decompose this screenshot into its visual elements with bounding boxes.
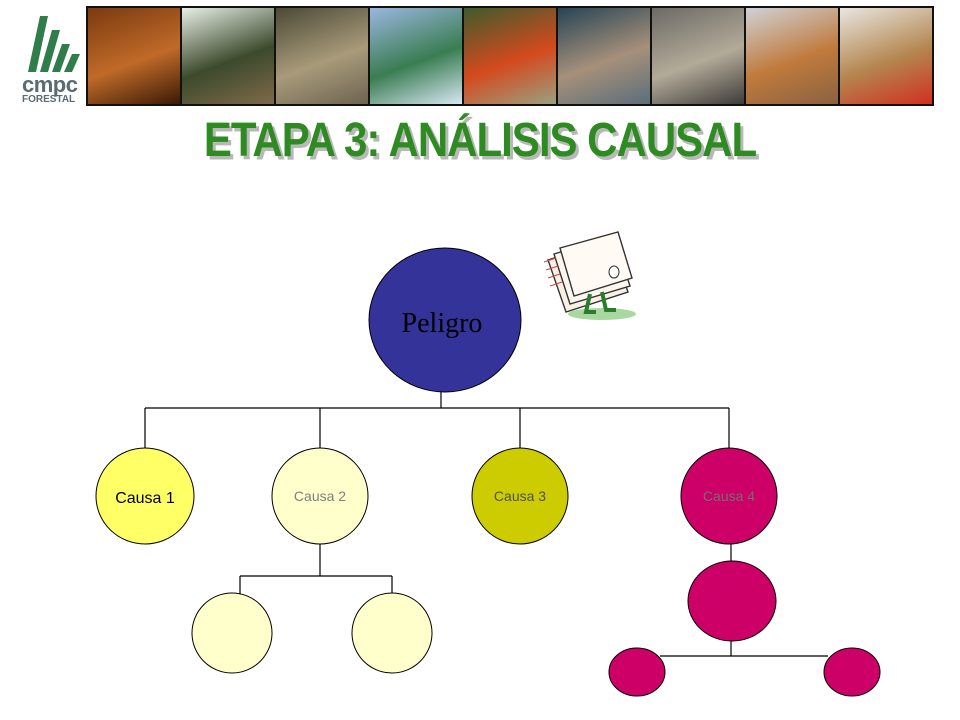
seedlings-photo <box>370 8 462 104</box>
sawmill-photo <box>652 8 744 104</box>
subcause-node-4a <box>687 560 777 642</box>
root-label: Peligro <box>402 308 483 339</box>
subcause-node-2a <box>191 592 273 674</box>
forest-road-photo <box>182 8 274 104</box>
logo-subtext: FORESTAL <box>22 94 76 105</box>
cmpc-logo <box>28 16 80 72</box>
cause-label-4: Causa 4 <box>703 488 755 504</box>
deer-photo <box>276 8 368 104</box>
pine-cone-photo <box>88 8 180 104</box>
root-node <box>368 247 522 393</box>
connector-lines <box>144 392 828 657</box>
forklift-photo <box>840 8 932 104</box>
cause-node-1 <box>95 447 195 545</box>
workers-photo <box>464 8 556 104</box>
cause-label-2: Causa 2 <box>294 488 346 504</box>
logo-text: cmpc <box>22 72 78 97</box>
subcause-node-4b <box>608 647 666 697</box>
subcause-node-2b <box>351 592 433 674</box>
person-with-documents-clipart <box>543 231 636 320</box>
subcause-node-4c <box>823 647 881 697</box>
logs-photo <box>558 8 650 104</box>
cause-node-4 <box>680 447 778 545</box>
cause-label-3: Causa 3 <box>494 488 546 504</box>
cause-node-3 <box>471 447 569 545</box>
page-title: ETAPA 3: ANÁLISIS CAUSAL <box>203 112 757 167</box>
photo-banner <box>86 6 934 106</box>
lumber-yard-photo <box>746 8 838 104</box>
cause-node-2 <box>271 447 369 545</box>
cause-label-1: Causa 1 <box>115 490 175 507</box>
